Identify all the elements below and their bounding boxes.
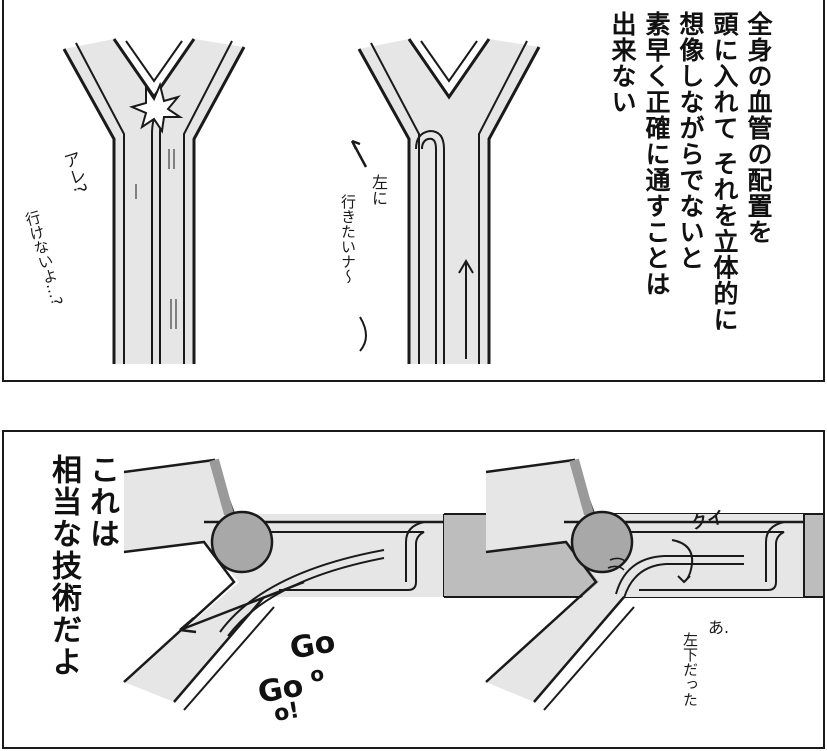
sfx-a: あ.: [708, 618, 730, 637]
narration-text-bottom: これは 相当な技術だよ: [46, 454, 119, 678]
narration-text-top: 全身の血管の配置を 頭に入れて それを立体的に 想像しながらでないと 素早く正確…: [608, 11, 773, 333]
sfx-ikitai-na: 行きたいナ〜: [339, 194, 357, 284]
vessel-illustrations-bottom: [123, 458, 823, 711]
sfx-go-2-tail: o!: [272, 698, 302, 727]
vessel-y-middle: [350, 38, 541, 364]
vessel-illustrations-top: [62, 38, 541, 364]
manga-panel-bottom: これは 相当な技術だよ Go o Go o! クイ あ. 左下だった: [2, 430, 825, 749]
vessel-y-left: [62, 38, 246, 364]
sfx-hidari-ni: 左に: [369, 174, 388, 206]
sfx-hidarishita-datta: 左下だった: [681, 632, 699, 707]
manga-panel-top: 全身の血管の配置を 頭に入れて それを立体的に 想像しながらでないと 素早く正確…: [2, 0, 825, 382]
vessel-branch-right: [485, 458, 823, 711]
